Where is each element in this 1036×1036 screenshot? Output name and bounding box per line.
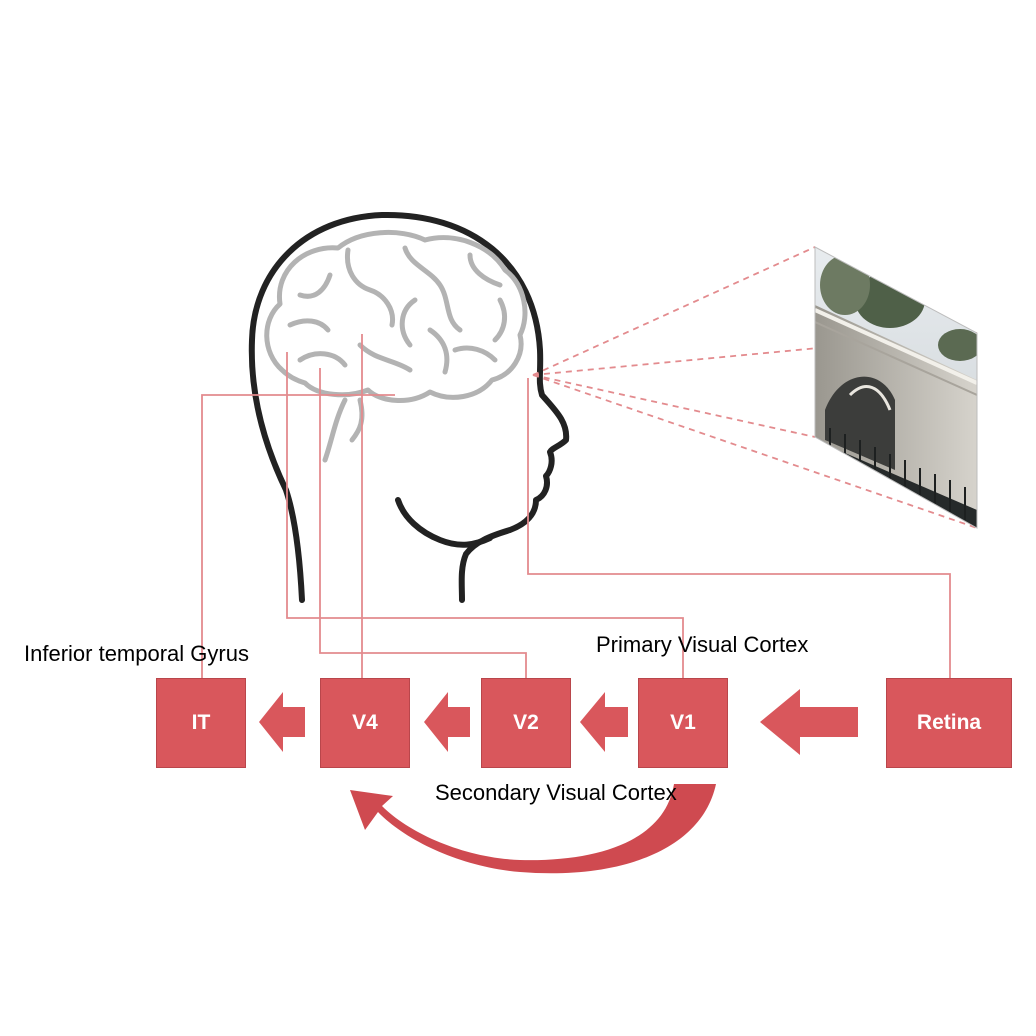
connector-it xyxy=(201,394,395,680)
retina-label: Retina xyxy=(916,711,982,734)
it-box: IT xyxy=(156,678,246,768)
it-label: IT xyxy=(191,711,211,734)
arrow-v4-to-it xyxy=(259,692,305,752)
primary-visual-cortex-label: Primary Visual Cortex xyxy=(596,632,809,657)
retina-box: Retina xyxy=(886,678,1012,768)
connector-retina xyxy=(527,378,951,680)
brain-outline xyxy=(264,229,528,463)
v4-box: V4 xyxy=(320,678,410,768)
v2-label: V2 xyxy=(513,711,539,734)
arrow-retina-to-v1 xyxy=(760,689,858,755)
forward-arrows xyxy=(259,689,858,755)
scene-photo xyxy=(814,246,978,529)
curved-arrow-v1-to-v4 xyxy=(350,784,716,874)
v1-box: V1 xyxy=(638,678,728,768)
secondary-visual-cortex-label: Secondary Visual Cortex xyxy=(435,780,677,805)
v2-box: V2 xyxy=(481,678,571,768)
inferior-temporal-gyrus-label: Inferior temporal Gyrus xyxy=(24,641,249,666)
v1-label: V1 xyxy=(670,711,696,734)
arrow-v2-to-v4 xyxy=(424,692,470,752)
head-outline xyxy=(248,211,570,603)
arrow-v1-to-v2 xyxy=(580,692,628,752)
connector-v1 xyxy=(286,352,684,680)
v4-label: V4 xyxy=(352,711,378,734)
connector-lines xyxy=(201,334,951,680)
field-of-view-lines xyxy=(532,246,978,529)
connector-v2 xyxy=(319,368,527,680)
